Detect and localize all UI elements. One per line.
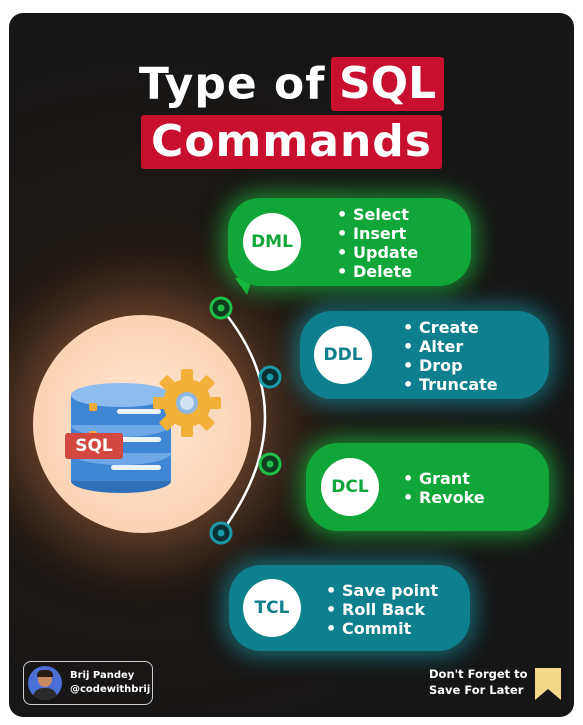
dml-item-list: Select Insert Update Delete (337, 205, 418, 281)
tcl-item-list: Save point Roll Back Commit (326, 581, 438, 638)
gear-icon (153, 369, 221, 437)
connector-node-tcl (209, 521, 233, 545)
category-badge-tcl: TCL (243, 579, 301, 637)
title-line-1: Type of SQL (9, 57, 574, 113)
list-item: Delete (337, 262, 418, 281)
title-line-2: Commands (9, 115, 574, 171)
database-gear-illustration (65, 369, 221, 493)
sql-tag (65, 433, 123, 459)
category-badge-ddl: DDL (314, 326, 372, 384)
infographic-card: Type of SQL Commands (9, 13, 574, 717)
avatar (28, 666, 62, 700)
category-badge-dml: DML (243, 213, 301, 271)
connector-node-dcl (258, 452, 282, 476)
category-badge-dcl: DCL (321, 458, 379, 516)
title-highlight-commands: Commands (141, 115, 442, 169)
list-item: Drop (403, 356, 498, 375)
list-item: Grant (403, 469, 485, 488)
list-item: Create (403, 318, 498, 337)
save-reminder-line-1: Don't Forget to (429, 667, 528, 681)
list-item: Save point (326, 581, 438, 600)
author-name: Brij Pandey (70, 670, 135, 681)
title-prefix: Type of (138, 58, 326, 110)
save-reminder: Don't Forget to Save For Later (429, 666, 528, 698)
connector-node-ddl (258, 365, 282, 389)
bookmark-icon[interactable] (535, 668, 561, 700)
author-handle: @codewithbrij (70, 684, 151, 695)
author-info: Brij Pandey @codewithbrij (70, 669, 150, 697)
list-item: Roll Back (326, 600, 438, 619)
sql-tag-label: SQL (75, 436, 113, 456)
category-pill-ddl: DDL Create Alter Drop Truncate (300, 311, 549, 399)
ddl-item-list: Create Alter Drop Truncate (403, 318, 498, 394)
title-highlight-sql: SQL (330, 57, 445, 111)
list-item: Insert (337, 224, 418, 243)
list-item: Update (337, 243, 418, 262)
list-item: Alter (403, 337, 498, 356)
dcl-item-list: Grant Revoke (403, 469, 485, 507)
category-pill-dcl: DCL Grant Revoke (306, 443, 549, 531)
connector-node-dml (209, 296, 233, 320)
list-item: Commit (326, 619, 438, 638)
list-item: Truncate (403, 375, 498, 394)
category-pill-tcl: TCL Save point Roll Back Commit (229, 565, 470, 651)
save-reminder-line-2: Save For Later (429, 683, 524, 697)
list-item: Revoke (403, 488, 485, 507)
list-item: Select (337, 205, 418, 224)
category-pill-dml: DML Select Insert Update Delete (228, 198, 471, 286)
author-card[interactable]: Brij Pandey @codewithbrij (23, 661, 153, 705)
